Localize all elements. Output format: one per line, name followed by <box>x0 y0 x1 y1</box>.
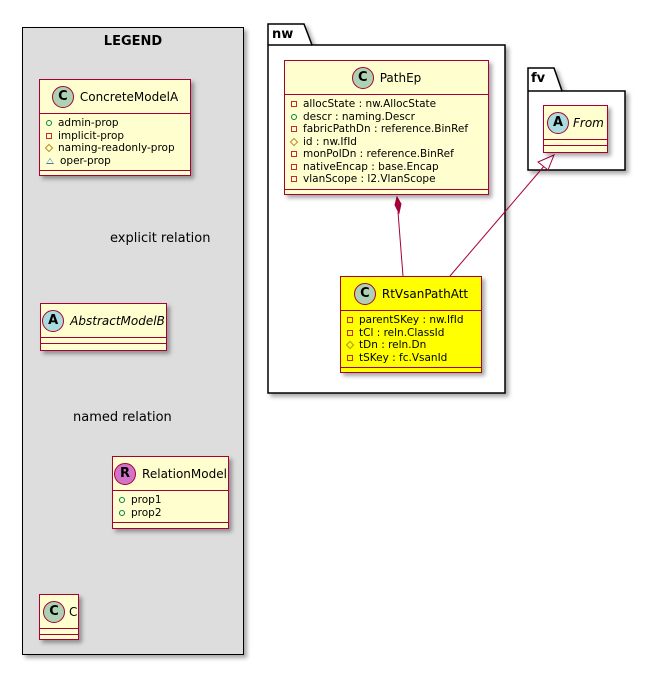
attribute-text: descr : naming.Descr <box>303 110 415 123</box>
attribute-text: admin-prop <box>58 117 119 129</box>
attribute-text: oper-prop <box>60 154 111 167</box>
attribute-text: fabricPathDn : reference.BinRef <box>303 123 469 135</box>
public-visibility-icon <box>291 113 297 120</box>
composition-connector <box>394 195 404 277</box>
class-name: C <box>69 604 78 619</box>
private-visibility-icon <box>291 163 297 170</box>
attribute-text: tCl : reln.ClassId <box>359 326 445 339</box>
class-c-icon: C <box>351 66 374 89</box>
private-visibility-icon <box>291 101 297 108</box>
class-name: AbstractModelB <box>70 313 165 328</box>
attribute-text: id : nw.IfId <box>303 135 357 148</box>
attribute-row: prop1 <box>119 494 224 507</box>
attribute-text: monPolDn : reference.BinRef <box>303 148 454 160</box>
attribute-row: tDn : reln.Dn <box>345 339 477 352</box>
attribute-text: vlanScope : l2.VlanScope <box>303 173 436 185</box>
class-name: RelationModel <box>142 466 227 481</box>
attribute-row: monPolDn : reference.BinRef <box>291 148 484 161</box>
attribute-row: tCl : reln.ClassId <box>347 327 477 340</box>
attribute-row: fabricPathDn : reference.BinRef <box>291 123 484 136</box>
explicit-relation-label: explicit relation <box>110 231 211 246</box>
attribute-text: prop1 <box>131 494 162 506</box>
attribute-row: implicit-prop <box>46 130 186 143</box>
attribute-row: admin-prop <box>46 117 186 130</box>
public-visibility-icon <box>119 497 125 504</box>
abstract-a-icon: A <box>42 309 65 332</box>
relation-r-icon: R <box>114 462 137 485</box>
class-c[interactable]: C C <box>39 594 79 640</box>
attribute-row: oper-prop <box>46 155 186 168</box>
class-name: ConcreteModelA <box>79 89 179 104</box>
class-c-icon: C <box>43 600 65 623</box>
nw-package-title: nw <box>272 27 294 42</box>
public-visibility-icon <box>46 120 52 127</box>
private-visibility-icon <box>46 132 52 139</box>
private-visibility-icon <box>347 354 353 361</box>
abstract-model-class[interactable]: A AbstractModelB <box>40 303 167 351</box>
attribute-text: tDn : reln.Dn <box>359 339 427 351</box>
private-visibility-icon <box>291 176 297 183</box>
attribute-text: implicit-prop <box>58 129 125 142</box>
class-c-icon: C <box>51 85 74 108</box>
attribute-text: parentSKey : nw.IfId <box>359 314 464 326</box>
attribute-row: parentSKey : nw.IfId <box>347 314 477 327</box>
attribute-row: nativeEncap : base.Encap <box>291 161 484 174</box>
private-visibility-icon <box>291 126 297 133</box>
attribute-row: allocState : nw.AllocState <box>291 98 484 111</box>
private-visibility-icon <box>347 317 353 324</box>
class-name: From <box>573 115 604 130</box>
public-visibility-icon <box>119 509 125 516</box>
protected-visibility-icon <box>289 137 299 146</box>
abstract-a-icon: A <box>547 111 569 134</box>
attribute-text: nativeEncap : base.Encap <box>303 160 439 173</box>
attribute-text: tSKey : fc.VsanId <box>359 351 448 364</box>
private-visibility-icon <box>347 329 353 336</box>
attribute-text: naming-readonly-prop <box>58 142 175 154</box>
fv-package-title: fv <box>531 71 546 86</box>
attribute-row: tSKey : fc.VsanId <box>347 352 477 365</box>
attribute-text: prop2 <box>131 506 162 519</box>
inheritance-connector <box>449 154 555 277</box>
package-visibility-icon <box>46 157 54 164</box>
protected-visibility-icon <box>345 341 355 350</box>
attribute-text: allocState : nw.AllocState <box>303 98 437 110</box>
class-name: RtVsanPathAtt <box>381 286 469 301</box>
protected-visibility-icon <box>44 144 54 153</box>
attribute-row: id : nw.IfId <box>289 135 484 149</box>
legend-title: LEGEND <box>103 34 163 49</box>
attribute-row: descr : naming.Descr <box>291 111 484 124</box>
attribute-row: vlanScope : l2.VlanScope <box>291 173 484 186</box>
named-relation-label: named relation <box>73 410 172 425</box>
class-name: PathEp <box>379 70 422 85</box>
class-c-icon: C <box>353 282 376 305</box>
attribute-row: prop2 <box>119 507 224 520</box>
from-class[interactable]: A From <box>543 105 608 153</box>
private-visibility-icon <box>291 151 297 158</box>
attribute-row: naming-readonly-prop <box>44 142 186 155</box>
